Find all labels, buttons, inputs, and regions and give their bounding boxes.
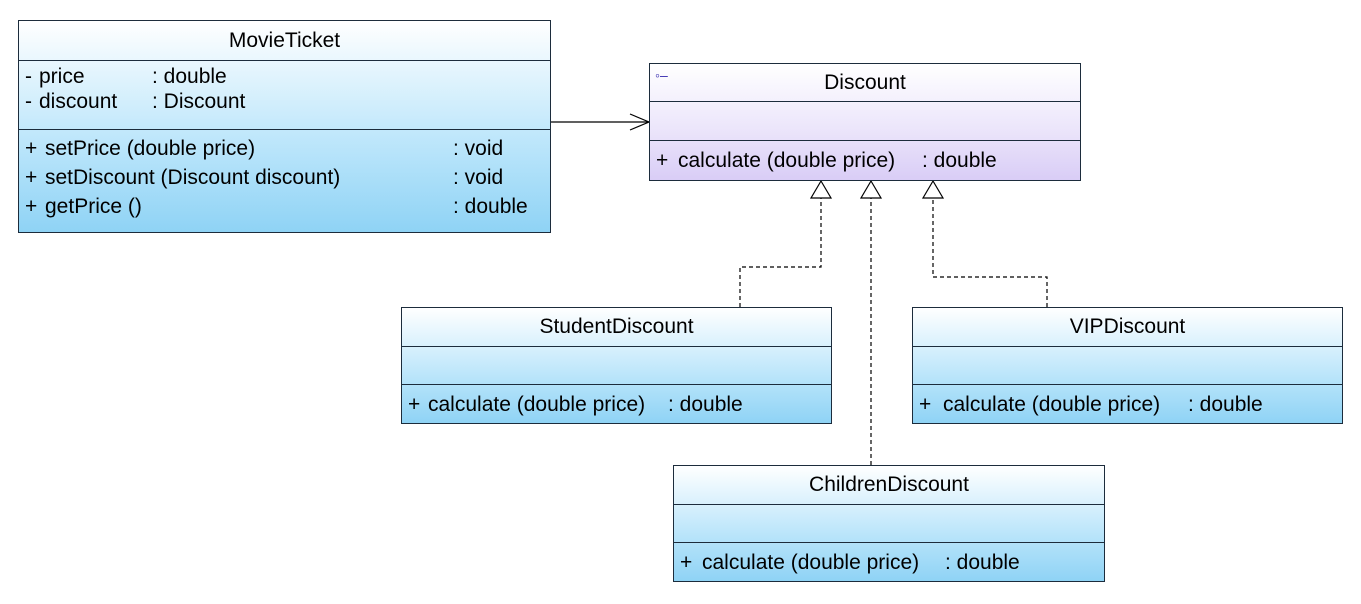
attribute-name: price [39,65,85,88]
visibility-marker: - [25,90,32,113]
interface-icon: ◦– [655,67,668,83]
operation-return-type: : double [945,550,1020,574]
class-name: StudentDiscount [539,315,694,338]
operation-row: + getPrice () : double [19,192,550,221]
attributes-section [402,346,831,384]
visibility-marker: + [25,166,38,189]
operation-return-type: : double [453,195,528,218]
realization-vip-discount [921,179,1048,307]
visibility-marker: + [680,550,693,574]
attribute-type: : Discount [152,90,246,113]
attribute-row: - discount : Discount [19,89,550,114]
operation-signature: calculate (double price) [702,550,920,574]
operation-signature: setPrice (double price) [45,137,256,160]
operation-row: + calculate (double price) : double [674,550,1020,575]
operations-section: + calculate (double price) : double [402,384,831,423]
attribute-row: - price : double [19,64,550,89]
operations-section: + setPrice (double price) : void + setDi… [19,129,550,232]
visibility-marker: - [25,65,32,88]
operation-row: + calculate (double price) : double [650,148,997,173]
operation-return-type: : void [453,166,504,189]
operations-section: + calculate (double price) : double [913,384,1342,423]
visibility-marker: + [656,149,669,172]
visibility-marker: + [25,195,38,218]
attribute-type: : double [152,65,227,88]
operation-signature: calculate (double price) [678,149,896,172]
class-vipdiscount[interactable]: VIPDiscount + calculate (double price) :… [912,307,1343,424]
attribute-name: discount [39,90,118,113]
operation-return-type: : double [1188,392,1263,416]
visibility-marker: + [919,392,932,416]
interface-discount[interactable]: ◦– Discount + calculate (double price) :… [649,63,1081,181]
operation-signature: calculate (double price) [943,392,1161,416]
operations-section: + calculate (double price) : double [674,542,1104,581]
association-movieticket-discount [551,113,651,131]
operation-row: + calculate (double price) : double [402,392,743,417]
operation-return-type: : void [453,137,504,160]
visibility-marker: + [408,392,421,416]
class-name: MovieTicket [228,28,341,52]
operation-row: + setDiscount (Discount discount) : void [19,163,550,192]
attributes-section [650,101,1080,140]
visibility-marker: + [25,137,38,160]
class-childrendiscount[interactable]: ChildrenDiscount + calculate (double pri… [673,465,1105,582]
operation-return-type: : double [922,149,997,172]
operation-row: + setPrice (double price) : void [19,134,550,163]
attributes-section [913,346,1342,384]
class-name: ChildrenDiscount [809,473,969,496]
operation-signature: setDiscount (Discount discount) [45,166,341,189]
interface-name: Discount [824,70,906,94]
attributes-section [674,504,1104,542]
class-movieticket[interactable]: MovieTicket - price : double - discount … [18,20,551,233]
attributes-section: - price : double - discount : Discount [19,60,550,129]
operations-section: + calculate (double price) : double [650,140,1080,180]
interface-header: ◦– Discount [650,64,1080,101]
operation-signature: getPrice () [45,195,142,218]
operation-row: + calculate (double price) : double [913,392,1263,417]
class-studentdiscount[interactable]: StudentDiscount + calculate (double pric… [401,307,832,424]
class-name: VIPDiscount [1069,315,1186,338]
operation-return-type: : double [668,392,743,416]
operation-signature: calculate (double price) [428,392,646,416]
realization-children-discount [859,179,883,465]
realization-student-discount [739,179,833,307]
